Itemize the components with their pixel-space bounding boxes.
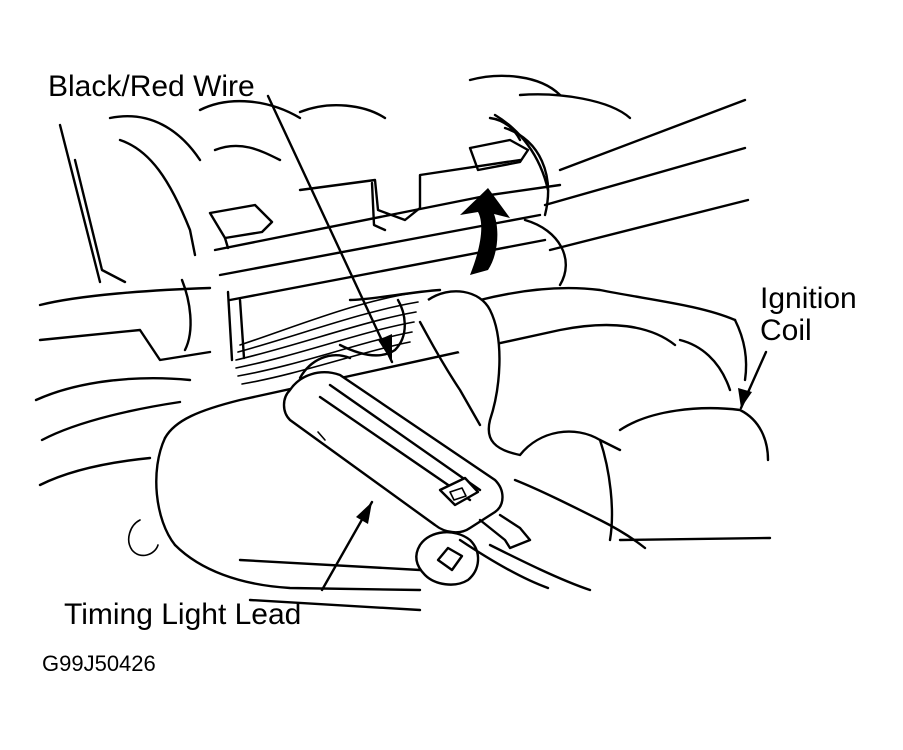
- black-red-wire-label: Black/Red Wire: [48, 70, 255, 103]
- timing-light-clamp: [282, 354, 592, 592]
- rotation-arrow: [460, 188, 510, 275]
- engine-background: [34, 74, 750, 487]
- ignition-coil-label: Ignition Coil: [760, 283, 857, 347]
- ignition-coil-label-line2: Coil: [760, 314, 812, 347]
- intake-manifold: [128, 286, 748, 612]
- leader-lines: [266, 94, 768, 592]
- figure-code: G99J50426: [42, 651, 156, 676]
- wire-harness: [235, 288, 442, 385]
- ignition-coil-label-line1: Ignition: [760, 282, 857, 315]
- timing-light-lead-label: Timing Light Lead: [64, 598, 302, 631]
- hand: [418, 290, 772, 550]
